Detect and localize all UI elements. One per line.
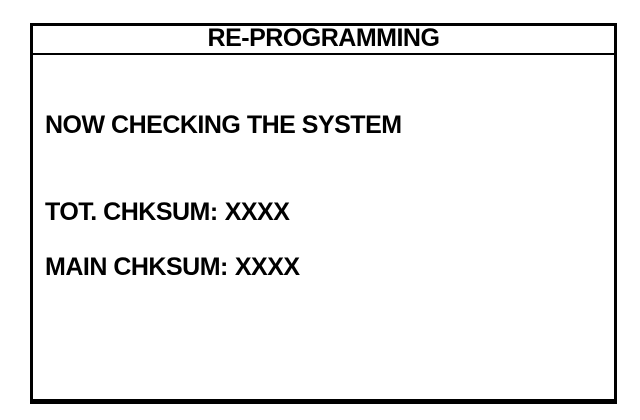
total-checksum-label: TOT. CHKSUM:: [45, 198, 218, 226]
main-checksum-row: MAIN CHKSUM:XXXX: [45, 252, 300, 282]
main-checksum-value: XXXX: [234, 253, 300, 281]
total-checksum-value: XXXX: [224, 198, 290, 226]
page-title: RE-PROGRAMMING: [207, 24, 440, 52]
status-message: NOW CHECKING THE SYSTEM: [45, 111, 402, 139]
total-checksum-row: TOT. CHKSUM:XXXX: [45, 197, 290, 227]
title-bar: RE-PROGRAMMING: [33, 26, 614, 55]
main-checksum-label: MAIN CHKSUM:: [45, 253, 228, 281]
display-panel: RE-PROGRAMMING NOW CHECKING THE SYSTEM T…: [30, 23, 617, 404]
